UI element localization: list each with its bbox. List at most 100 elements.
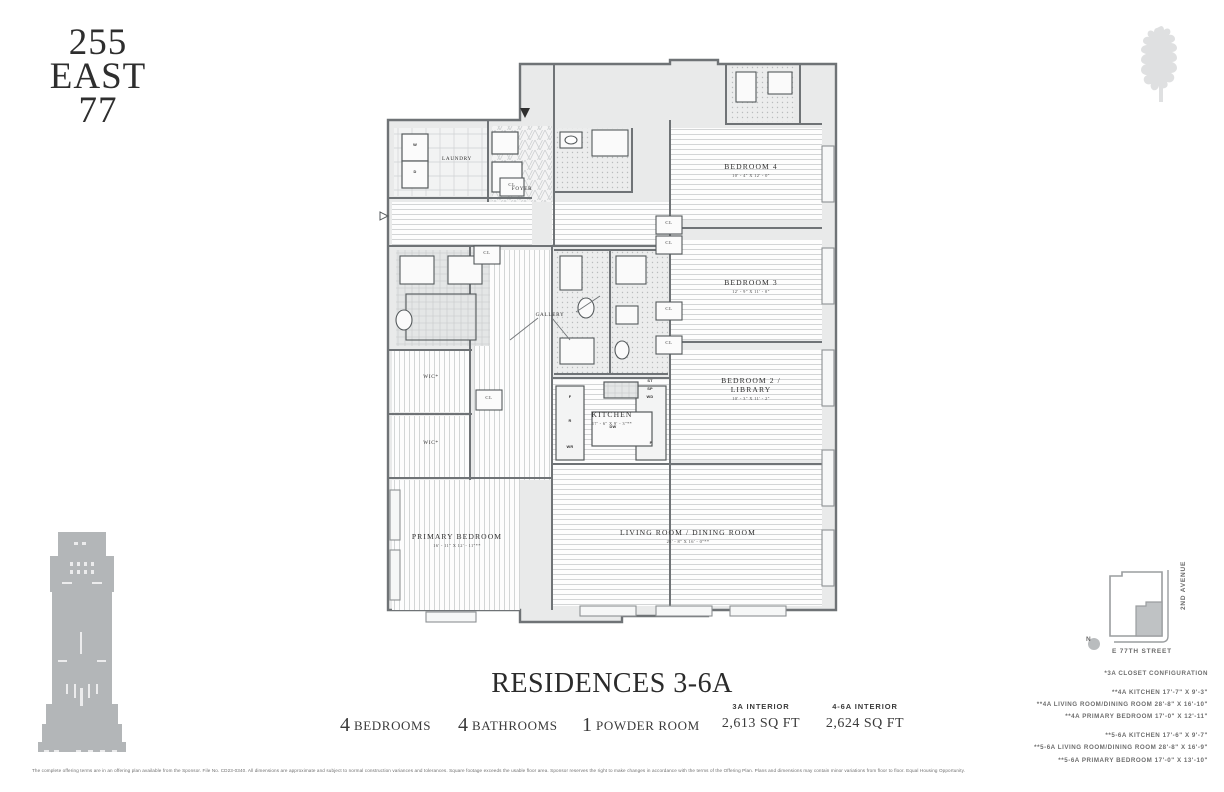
footnote-6: **5-6A PRIMARY BEDROOM 17'-0" X 13'-10" (1058, 756, 1208, 764)
floor-plan: BEDROOM 4 10' - 4" X 12' - 0" BEDROOM 3 … (370, 50, 860, 640)
label-foyer: FOYER (511, 186, 533, 192)
compass-north-label: N (1086, 636, 1092, 643)
shower-top-bath (591, 129, 629, 157)
stat-powder-room: 1 POWDER ROOM (582, 714, 700, 736)
label-wic-upper: WIC* (423, 374, 439, 380)
site-building-footprint (1135, 601, 1163, 637)
sink-basin-top (564, 135, 578, 145)
window-south-1 (579, 605, 637, 617)
window-west-1 (389, 489, 401, 541)
closet-box-bed4a (655, 215, 683, 235)
gallery-leader-3 (575, 295, 601, 313)
stat-bedrooms: 4 BEDROOMS (340, 714, 432, 736)
footnotes: *3A CLOSET CONFIGURATION **4A KITCHEN 17… (978, 668, 1208, 767)
stat-bathrooms: 4 BATHROOMS (458, 714, 558, 736)
living-dining-floor (552, 466, 822, 606)
site-street-label: E 77TH STREET (1112, 648, 1172, 655)
window-south-2 (655, 605, 713, 617)
window-south-4 (425, 611, 477, 623)
closet-box-laundry (499, 177, 525, 197)
closet-box-bed3a (655, 301, 683, 321)
closet-box-bed4b (655, 235, 683, 255)
site-street-lines (1114, 570, 1169, 643)
window-south-3 (729, 605, 787, 617)
closet-box-bed3b (655, 335, 683, 355)
footnote-5: **5-6A LIVING ROOM/DINING ROOM 28'-8" X … (1034, 744, 1208, 752)
site-avenue-label: 2ND AVENUE (1180, 560, 1187, 610)
label-stacked: ST (647, 378, 653, 383)
gallery-leader-2 (551, 317, 571, 341)
legal-disclaimer: The complete offering terms are in an of… (32, 768, 966, 773)
kitchen-counter-left (555, 385, 585, 461)
wic-lower-floor (392, 416, 470, 478)
compass-icon (1088, 638, 1100, 650)
tub-lower (559, 337, 595, 365)
label-washer-dryer: WD (646, 394, 654, 399)
footnote-0: *3A CLOSET CONFIGURATION (1104, 670, 1208, 677)
brand-line-2: EAST (49, 56, 147, 98)
wic-upper-floor (392, 350, 470, 412)
tub-mid (559, 255, 583, 291)
brand-line-3: 77 (78, 90, 118, 132)
page-title: RESIDENCES 3-6A (491, 668, 733, 699)
washer-unit (401, 133, 429, 162)
primary-vanity-1 (399, 255, 435, 285)
wall-powder (554, 128, 633, 193)
label-closet-bed4a: CL (665, 220, 673, 225)
label-range: R (568, 418, 572, 423)
label-closet-laundry: CL (508, 182, 516, 187)
primary-shower (405, 293, 477, 341)
window-east-1 (821, 145, 835, 203)
brand-line-1: 255 (68, 22, 128, 63)
vanity-mid (615, 305, 639, 325)
area-4-6a: 4-6A INTERIOR 2,624 SQ FT (825, 702, 905, 731)
label-closet-bed3b: CL (665, 340, 673, 345)
bedroom-3-floor (670, 240, 822, 340)
label-closet-gallery-b: CL (485, 395, 493, 400)
footnote-2: **4A LIVING ROOM/DINING ROOM 28'-8" X 16… (1036, 701, 1208, 709)
footnote-4: **5-6A KITCHEN 17'-6" X 9'-7" (1105, 732, 1208, 740)
closet-box-gallery-b (475, 389, 503, 411)
footnote-1: **4A KITCHEN 17'-7" X 9'-3" (1112, 689, 1208, 697)
upper-corridor-right-floor (552, 202, 670, 246)
label-sp: SP (647, 386, 653, 391)
primary-bedroom-floor (392, 480, 520, 610)
toilet-lower (614, 340, 630, 360)
label-washer: W (413, 142, 417, 147)
window-east-3 (821, 349, 835, 407)
gallery-leader-1 (509, 317, 539, 341)
site-map: N 2ND AVENUE E 77TH STREET (1086, 560, 1208, 662)
label-wine-refrigerator: WR (566, 444, 574, 449)
label-closet-bed4b: CL (665, 240, 673, 245)
service-entry-arrow-icon (379, 211, 390, 221)
entry-arrow-icon (520, 108, 530, 118)
area-3a: 3A INTERIOR 2,613 SQ FT (721, 702, 801, 731)
shower-far (767, 71, 793, 95)
room-kitchen: KITCHEN 17' - 6" X 9' - 3"** (591, 410, 633, 426)
room-living-dining: LIVING ROOM / DINING ROOM 28' - 8" X 16'… (620, 528, 756, 544)
label-dryer: D (413, 169, 417, 174)
label-closet-gallery-a: CL (483, 250, 491, 255)
dryer-unit (401, 160, 429, 189)
window-east-2 (821, 247, 835, 305)
brand-logo: 255 EAST 77 (38, 22, 158, 132)
label-wic-lower: WIC* (423, 440, 439, 446)
shower-mid (615, 255, 647, 285)
kitchen-island (591, 411, 653, 447)
closet-box-gallery-a (473, 245, 501, 265)
label-dishwasher: DW (609, 424, 617, 429)
label-laundry: LAUNDRY (442, 156, 472, 162)
room-primary-bedroom: PRIMARY BEDROOM 16' - 11" X 12' - 11"** (411, 532, 503, 548)
oak-leaf-icon (1141, 26, 1177, 102)
bedroom-2-floor (670, 350, 822, 460)
upper-corridor-floor (392, 202, 532, 246)
window-west-2 (389, 549, 401, 601)
window-east-4 (821, 449, 835, 507)
label-gallery: GALLERY (535, 312, 565, 318)
tub-far (735, 71, 757, 103)
label-pantry: P (649, 440, 653, 445)
room-bedroom-3: BEDROOM 3 12' - 9" X 11' - 0" (724, 278, 778, 294)
building-silhouette (38, 532, 126, 755)
label-fridge: F (568, 394, 572, 399)
window-east-5 (821, 529, 835, 587)
